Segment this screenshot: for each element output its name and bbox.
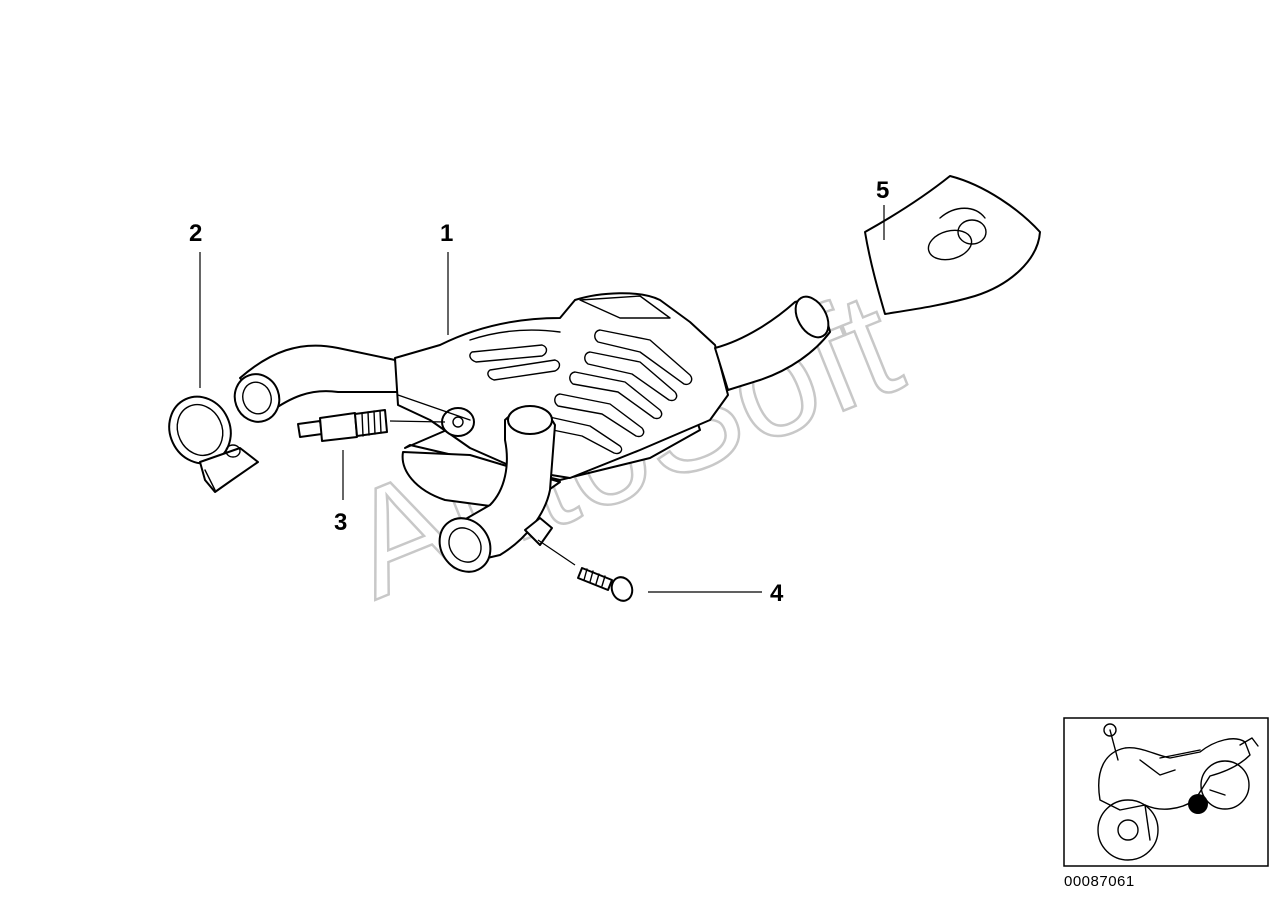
- callout-number-2[interactable]: 2: [189, 220, 202, 247]
- callout-number-1[interactable]: 1: [440, 220, 453, 247]
- diagram-number: 00087061: [1064, 873, 1135, 890]
- stud-part[interactable]: [297, 409, 388, 442]
- callout-number-4[interactable]: 4: [770, 580, 784, 607]
- leader-lines: [199, 205, 885, 593]
- location-marker-icon: [1188, 794, 1208, 814]
- motorcycle-outline-icon: [1097, 723, 1259, 861]
- screw-part[interactable]: [577, 567, 636, 604]
- locator-thumbnail: [1063, 717, 1269, 867]
- heat-shield-part[interactable]: [864, 175, 1041, 315]
- callout-number-5[interactable]: 5: [876, 177, 889, 204]
- clamp-part[interactable]: [158, 387, 259, 493]
- rear-silencer-part[interactable]: [228, 291, 835, 582]
- callout-number-3[interactable]: 3: [334, 509, 347, 536]
